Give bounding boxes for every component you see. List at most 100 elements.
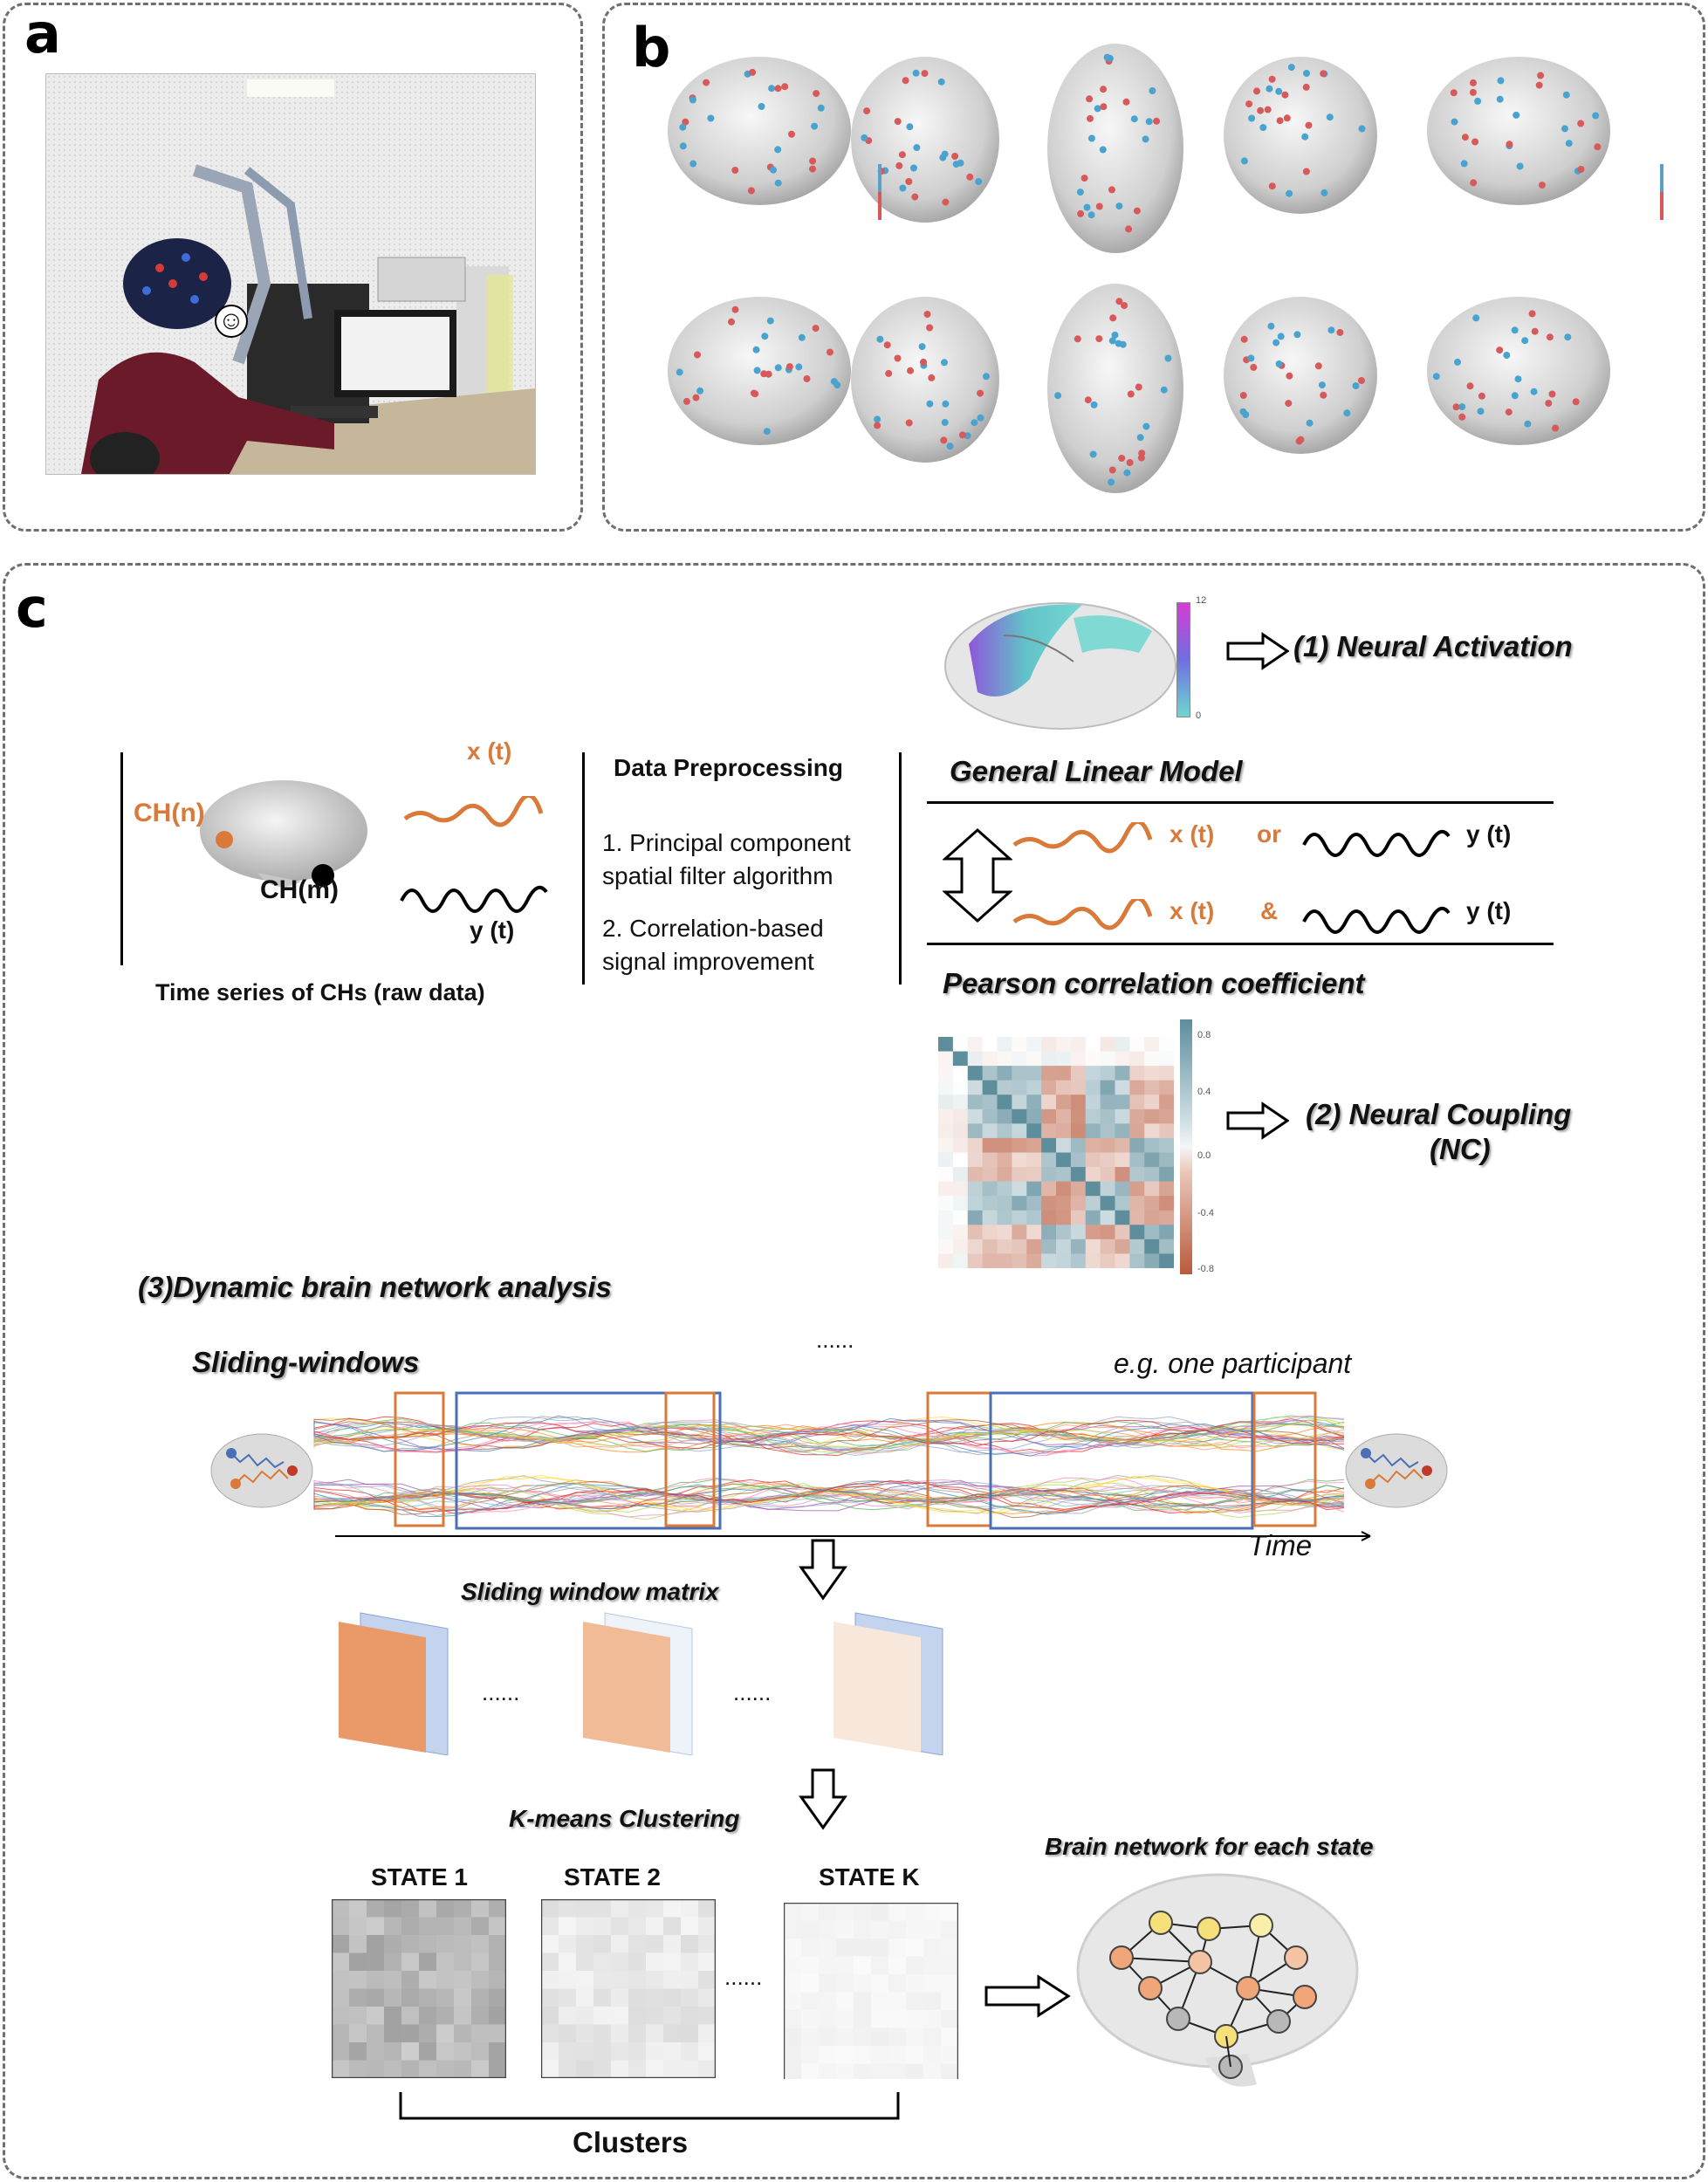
state-cell bbox=[436, 1917, 455, 1936]
state-cell bbox=[836, 2063, 854, 2083]
optode-dot bbox=[1497, 77, 1505, 85]
heatmap-cell bbox=[1070, 1210, 1087, 1225]
state-cell bbox=[663, 1988, 682, 2007]
heatmap-cell bbox=[1115, 1137, 1130, 1153]
heatmap-cell bbox=[967, 1253, 984, 1269]
heatmap-cell bbox=[1115, 1181, 1130, 1197]
optode-dot bbox=[910, 164, 917, 172]
heatmap-cell bbox=[1129, 1037, 1145, 1053]
state-cell bbox=[611, 1935, 629, 1953]
heatmap-cell bbox=[1041, 1225, 1057, 1240]
heatmap-cell bbox=[1129, 1051, 1145, 1067]
heatmap-cell bbox=[1085, 1152, 1101, 1168]
heatmap-cell bbox=[1026, 1225, 1042, 1240]
timeseries-line bbox=[313, 1481, 1345, 1514]
optode-dot bbox=[770, 166, 777, 174]
heatmap-cell bbox=[1085, 1123, 1101, 1139]
heatmap-cell bbox=[1041, 1239, 1057, 1254]
heatmap-cell bbox=[997, 1051, 1012, 1067]
state-cell bbox=[419, 1952, 437, 1972]
heatmap-cell bbox=[952, 1239, 969, 1254]
state-cell bbox=[471, 1952, 490, 1972]
optode-dot bbox=[1469, 88, 1477, 96]
glm-x-wave bbox=[1012, 820, 1153, 861]
state-cell bbox=[349, 2060, 367, 2079]
state-cell bbox=[681, 1935, 699, 1953]
heatmap-cell bbox=[1026, 1066, 1042, 1081]
pcc-y-wave bbox=[1302, 895, 1451, 938]
heatmap-cell bbox=[938, 1080, 954, 1095]
optode-dot bbox=[1320, 189, 1328, 196]
state-cell bbox=[576, 1899, 594, 1918]
optode-dot bbox=[1111, 331, 1119, 339]
state-cell bbox=[836, 1992, 854, 2011]
heatmap-cell bbox=[1115, 1167, 1130, 1183]
heatmap-cell bbox=[967, 1181, 984, 1197]
state-cell bbox=[454, 1917, 472, 1936]
state-cell bbox=[784, 1956, 802, 1975]
lab-photo: ☺ bbox=[45, 73, 536, 484]
state-cell bbox=[541, 1971, 559, 1989]
optode-dot bbox=[1108, 337, 1116, 345]
heatmap-cell bbox=[967, 1108, 984, 1124]
state-cell bbox=[576, 1935, 594, 1953]
optode-dot bbox=[1133, 207, 1141, 215]
optode-dot bbox=[1084, 396, 1092, 404]
heatmap-cell bbox=[938, 1239, 954, 1254]
state-cell bbox=[663, 2042, 682, 2061]
heatmap-cell bbox=[1100, 1108, 1115, 1124]
optode-dot bbox=[1521, 337, 1529, 345]
heatmap-cell bbox=[1115, 1094, 1130, 1110]
state-cell bbox=[349, 2042, 367, 2061]
state-cell bbox=[628, 1935, 647, 1953]
heatmap-cell bbox=[1070, 1253, 1087, 1269]
heatmap-cell bbox=[1056, 1239, 1072, 1254]
state-k-matrix bbox=[783, 1902, 959, 2083]
optode-dot bbox=[676, 368, 683, 376]
state-cell bbox=[801, 1903, 820, 1921]
heatmap-cell bbox=[1159, 1037, 1175, 1053]
state-cell bbox=[611, 1917, 629, 1936]
heatmap-cell bbox=[1129, 1239, 1145, 1254]
heatmap-cell bbox=[997, 1181, 1012, 1197]
heatmap-cell bbox=[952, 1108, 969, 1124]
heatmap-cell bbox=[982, 1239, 998, 1254]
heatmap-cell bbox=[1012, 1239, 1027, 1254]
optode-dot bbox=[1089, 450, 1097, 458]
optode-dot bbox=[1108, 466, 1116, 474]
panel-b-letter: b bbox=[632, 16, 671, 79]
optode-dot bbox=[1126, 459, 1134, 466]
heatmap-cell bbox=[1100, 1137, 1115, 1153]
state-cell bbox=[541, 2060, 559, 2079]
state-cell bbox=[888, 1956, 907, 1975]
heatmap-cell bbox=[1129, 1137, 1145, 1153]
optode-dot bbox=[894, 118, 902, 126]
state-cell bbox=[541, 1935, 559, 1953]
optode-dot bbox=[682, 118, 689, 126]
heatmap-cell bbox=[1100, 1037, 1115, 1053]
state-cell bbox=[819, 2063, 837, 2083]
optode-dot bbox=[977, 389, 984, 397]
heatmap-cell bbox=[1070, 1167, 1087, 1183]
sliding-window-box bbox=[989, 1391, 1254, 1530]
optode-dot bbox=[1505, 408, 1513, 416]
state-cell bbox=[871, 2063, 889, 2083]
state-cell bbox=[419, 2024, 437, 2043]
state-cell bbox=[559, 2024, 577, 2043]
optode-dot bbox=[1281, 91, 1289, 99]
brain-network bbox=[1074, 1866, 1362, 2097]
state-cell bbox=[628, 2042, 647, 2061]
state-cell bbox=[906, 2063, 924, 2083]
optode-dot bbox=[1247, 354, 1255, 362]
optode-dot bbox=[911, 193, 919, 201]
models-top-line bbox=[927, 801, 1554, 804]
heatmap-cell bbox=[1070, 1051, 1087, 1067]
optode-dot bbox=[907, 367, 914, 374]
state-cell bbox=[489, 2007, 507, 2025]
optode-dot bbox=[1537, 72, 1545, 79]
timeseries-line bbox=[313, 1419, 1345, 1450]
heatmap-cell bbox=[1056, 1167, 1072, 1183]
optode-dot bbox=[1125, 225, 1133, 233]
heatmap-cell bbox=[1144, 1051, 1160, 1067]
heatmap-cell bbox=[952, 1210, 969, 1225]
